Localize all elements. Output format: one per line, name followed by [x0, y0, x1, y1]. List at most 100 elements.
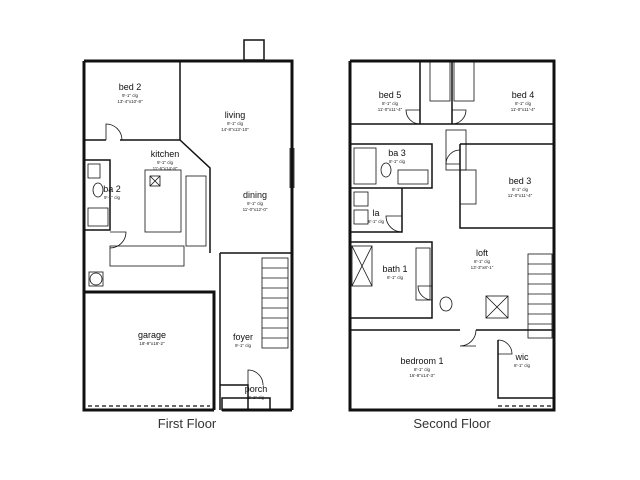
room-name: dining: [243, 190, 267, 200]
room-ceiling: 8'-1" clg: [387, 275, 403, 280]
upper-bedrooms-wall: [350, 61, 554, 125]
bath-1-wall: [350, 241, 433, 319]
room-name: wic: [515, 352, 529, 362]
room-ceiling: 9'-1" clg: [235, 343, 251, 348]
room-label-ba-2: ba 29'-1" clg: [103, 184, 121, 200]
range-icon: [149, 175, 161, 187]
room-dimensions: 16'-8"x14'-3": [409, 373, 435, 378]
room-name: foyer: [233, 332, 253, 342]
room-dimensions: 11'-0"x11'-4": [511, 107, 536, 112]
kitchen-lower-counter: [109, 245, 185, 267]
ba-3-toilet: [380, 162, 392, 178]
room-dimensions: 11'-6"x14'-8": [153, 166, 178, 171]
hvac-icon: [485, 295, 509, 319]
bed-2-door: [105, 123, 123, 141]
room-name: garage: [138, 330, 166, 340]
kitchen-island: [144, 169, 182, 233]
la-door: [385, 215, 403, 233]
room-ceiling: 18'-9"x18'-2": [139, 341, 165, 346]
first-floor-plan: [82, 39, 295, 412]
room-name: bed 3: [509, 176, 532, 186]
ba-3-vanity: [397, 169, 429, 185]
wic-wall: [497, 340, 554, 399]
washer-icon: [353, 191, 369, 207]
garage-wall: [84, 290, 216, 410]
room-ceiling: 9'-1" clg: [248, 395, 264, 400]
bath-1-vanity: [415, 247, 431, 301]
ba-3-wall: [350, 143, 433, 189]
room-ceiling: 9'-1" clg: [122, 93, 138, 98]
room-ceiling: 8'-1" clg: [389, 159, 405, 164]
bed-4-closet: [453, 60, 475, 102]
room-label-bath-1: bath 18'-1" clg: [382, 264, 407, 280]
room-ceiling: 9'-1" clg: [227, 121, 243, 126]
room-name: kitchen: [151, 149, 180, 159]
room-name: bed 5: [379, 90, 402, 100]
wic-door: [497, 339, 513, 355]
sink-icon: [87, 163, 101, 179]
room-name: living: [225, 110, 246, 120]
room-name: la: [372, 208, 379, 218]
bedroom-1-door: [459, 329, 477, 347]
bed-3-closet: [459, 169, 477, 205]
kitchen-counter: [185, 175, 207, 247]
bed-2-wall: [84, 61, 181, 141]
room-name: ba 3: [388, 148, 406, 158]
room-name: bath 1: [382, 264, 407, 274]
first-floor-caption: First Floor: [158, 416, 217, 431]
bed-3-wall: [459, 143, 554, 229]
first-floor-stairs: [261, 257, 289, 349]
room-name: porch: [245, 384, 268, 394]
bath-1-toilet: [439, 296, 453, 312]
room-ceiling: 9'-1" clg: [104, 195, 120, 200]
room-name: loft: [476, 248, 489, 258]
room-ceiling: 8'-1" clg: [414, 367, 430, 372]
room-dimensions: 11'-0"x11'-4": [508, 193, 533, 198]
chimney: [243, 39, 265, 61]
porch-outline: [221, 397, 271, 411]
room-ceiling: 8'-1" clg: [368, 219, 384, 224]
ba-3-tub: [353, 147, 377, 185]
bed-5-closet: [429, 60, 451, 102]
water-heater-icon: [89, 272, 103, 286]
room-name: bed 2: [119, 82, 142, 92]
la-wall: [349, 188, 403, 233]
bed-5-door: [405, 109, 421, 125]
linen-closet: [445, 129, 467, 171]
bed-4-door: [451, 109, 467, 125]
room-ceiling: 8'-1" clg: [474, 259, 490, 264]
second-floor-plan: [348, 59, 556, 412]
room-dimensions: 13'-4"x10'-8": [117, 99, 143, 104]
toilet-icon: [92, 182, 104, 198]
room-dimensions: 11'-0"x11'-4": [378, 107, 403, 112]
second-floor-stairs: [527, 253, 553, 339]
room-dimensions: 11'-0"x12'-0": [243, 207, 268, 212]
room-label-la: la8'-1" clg: [368, 208, 384, 224]
room-ceiling: 8'-1" clg: [512, 187, 528, 192]
second-floor-outer-wall: [348, 59, 556, 412]
ba-2-door: [109, 231, 127, 249]
second-floor-caption: Second Floor: [413, 416, 491, 431]
dryer-icon: [353, 209, 369, 225]
entry-door: [247, 369, 264, 386]
room-ceiling: 8'-1" clg: [514, 363, 530, 368]
room-ceiling: 8'-1" clg: [382, 101, 398, 106]
kitchen-wall: [179, 139, 211, 253]
room-ceiling: 9'-1" clg: [247, 201, 263, 206]
first-floor-outer-wall: [82, 59, 294, 412]
room-ceiling: 8'-1" clg: [515, 101, 531, 106]
tub-icon: [87, 207, 109, 227]
ba-2-wall: [84, 159, 111, 231]
